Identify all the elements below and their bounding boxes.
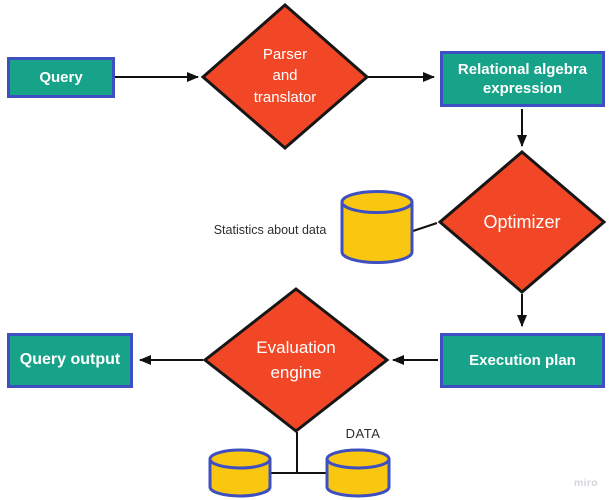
- execution-plan-node-label: Execution plan: [469, 351, 576, 369]
- query-output-node: Query output: [7, 333, 133, 388]
- statistics-cylinder-top: [340, 190, 414, 214]
- query-output-node-label: Query output: [19, 351, 121, 369]
- optimizer-diamond: [437, 150, 607, 294]
- miro-watermark: miro: [574, 477, 598, 489]
- optimizer-label: Optimizer: [483, 211, 561, 232]
- statistics-about-data-label: Statistics about data: [213, 223, 327, 237]
- line-statistics-to-optimizer: [412, 222, 438, 232]
- parser-translator-label: Parser and translator: [253, 46, 317, 106]
- evaluation-engine-diamond: [202, 287, 390, 433]
- query-node-label: Query: [39, 68, 83, 86]
- statistics-database-icon: [340, 190, 414, 264]
- data-right-cylinder-top: [325, 448, 391, 470]
- data-database-right-icon: [325, 448, 391, 498]
- relational-algebra-node-label: Relational algebra expression: [457, 60, 588, 98]
- parser-translator-diamond: [200, 3, 370, 150]
- statistics-cylinder-body: [340, 202, 414, 264]
- query-node: Query: [7, 57, 115, 98]
- data-label: DATA: [345, 426, 381, 441]
- relational-algebra-node: Relational algebra expression: [440, 51, 605, 107]
- evaluation-engine-label: Evaluation engine: [256, 337, 336, 383]
- data-left-cylinder-top: [208, 448, 272, 470]
- data-database-left-icon: [208, 448, 272, 498]
- execution-plan-node: Execution plan: [440, 333, 605, 388]
